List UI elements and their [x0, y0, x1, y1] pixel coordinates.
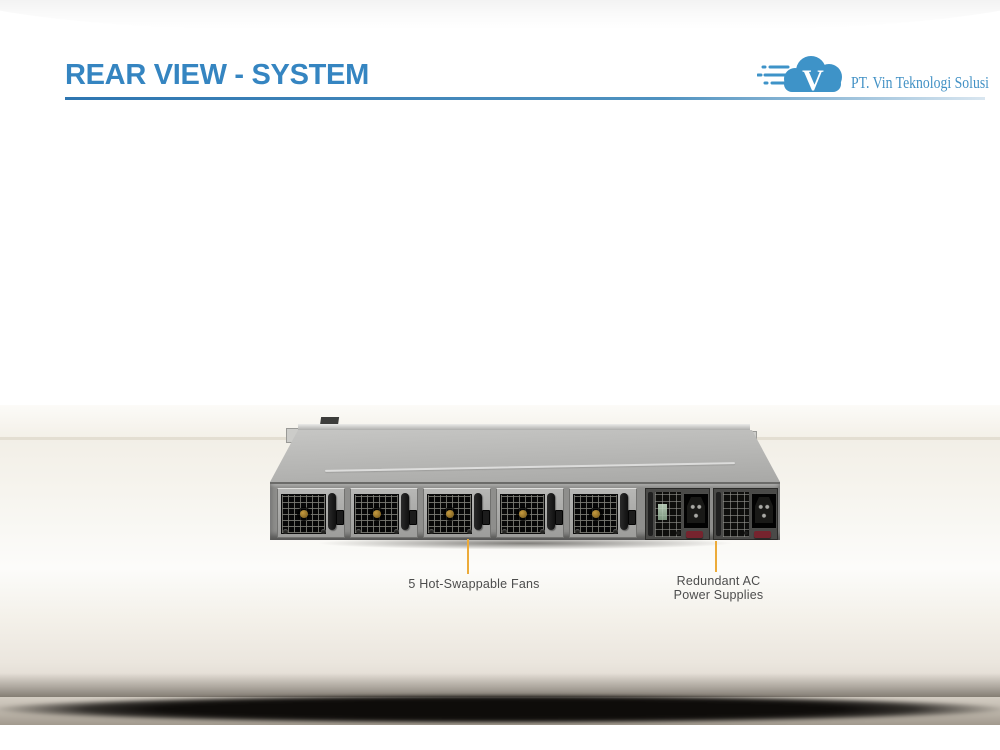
fan-hub: [299, 510, 308, 518]
fan-latch: [336, 510, 344, 525]
fan-handle: [547, 493, 555, 530]
fan-latch: [482, 510, 490, 525]
screw-icon: [394, 529, 399, 534]
fan-module: [277, 488, 345, 538]
fan-module: [350, 488, 418, 538]
psu-label-sticker: [658, 504, 667, 520]
server-rear-photo: 5 Hot-Swappable Fans Redundant AC Power …: [0, 405, 1000, 725]
company-logo: V PT. Vin Teknologi Solusi: [757, 50, 993, 102]
company-name: PT. Vin Teknologi Solusi: [851, 73, 989, 92]
fans-callout-line: [467, 539, 469, 574]
fan-latch: [409, 510, 417, 525]
chassis-lid: [270, 430, 780, 482]
fan-handle: [474, 493, 482, 530]
fans-callout-label: 5 Hot-Swappable Fans: [408, 577, 540, 591]
psu-latch: [686, 531, 703, 538]
title-underline: [65, 97, 985, 100]
chassis-top-rail: [298, 424, 750, 431]
fan-module: [496, 488, 564, 538]
psu-vent-mesh: [723, 492, 749, 537]
fan-grille: [427, 494, 472, 534]
fan-latch: [555, 510, 563, 525]
fan-handle: [401, 493, 409, 530]
fan-grille: [281, 494, 326, 534]
ac-inlet: [751, 493, 777, 529]
psu-module: [645, 488, 710, 540]
screw-icon: [429, 529, 434, 534]
fan-grille: [354, 494, 399, 534]
screw-icon: [321, 529, 326, 534]
fan-grille: [573, 494, 618, 534]
fan-hub: [518, 510, 527, 518]
rear-panel: [270, 482, 780, 540]
cloud-v-icon: V: [784, 56, 842, 97]
screw-icon: [613, 529, 618, 534]
fan-hub: [372, 510, 381, 518]
ac-socket-icon: [687, 497, 705, 523]
screw-icon: [502, 529, 507, 534]
screw-icon: [575, 529, 580, 534]
psu-led: [676, 531, 680, 535]
psu-latch: [754, 531, 771, 538]
psu-callout-label-line1: Redundant AC: [676, 574, 761, 588]
page-title: REAR VIEW - SYSTEM: [65, 59, 369, 91]
chassis-shadow: [266, 540, 784, 553]
top-gradient-decoration: [0, 0, 1000, 30]
fan-handle: [328, 493, 336, 530]
psu-handle: [716, 492, 721, 536]
screw-icon: [467, 529, 472, 534]
psu-module: [713, 488, 778, 540]
fan-hub: [591, 510, 600, 518]
fan-module: [569, 488, 637, 538]
fan-grille: [500, 494, 545, 534]
ac-socket-icon: [755, 497, 773, 523]
psu-vent-mesh: [655, 492, 681, 537]
psu-led: [744, 531, 748, 535]
fan-hub: [445, 510, 454, 518]
logo-monogram: V: [802, 64, 824, 97]
lid-seam: [325, 462, 735, 472]
psu-callout-line: [715, 541, 717, 572]
table-front-shadow: [0, 687, 1000, 725]
screw-icon: [540, 529, 545, 534]
server-chassis: [266, 417, 784, 554]
fan-latch: [628, 510, 636, 525]
screw-icon: [356, 529, 361, 534]
psu-callout-label: Redundant AC Power Supplies: [641, 574, 796, 602]
ac-inlet: [683, 493, 709, 529]
psu-callout-label-line2: Power Supplies: [673, 588, 764, 602]
psu-handle: [648, 492, 653, 536]
fan-handle: [620, 493, 628, 530]
fan-module: [423, 488, 491, 538]
screw-icon: [283, 529, 288, 534]
